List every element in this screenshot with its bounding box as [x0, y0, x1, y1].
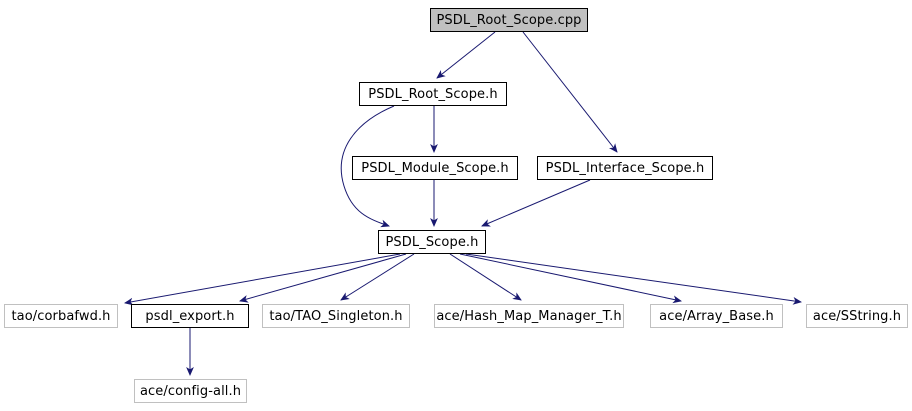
node-label: tao/TAO_Singleton.h	[269, 308, 403, 324]
node-ace_hash_map_manager_t_h[interactable]: ace/Hash_Map_Manager_T.h	[434, 304, 624, 328]
edge-psdl_scope_h-to-ace_array_base_h	[459, 253, 682, 304]
edge-psdl_scope_h-to-psdl_export_h	[239, 253, 407, 303]
node-label: ace/Hash_Map_Manager_T.h	[436, 308, 622, 324]
node-label: tao/corbafwd.h	[11, 308, 111, 324]
node-label: PSDL_Root_Scope.cpp	[436, 12, 582, 28]
node-label: psdl_export.h	[145, 308, 235, 324]
node-ace_config_all_h[interactable]: ace/config-all.h	[134, 379, 247, 403]
edge-psdl_root_scope_cpp-to-psdl_interface_scope_h	[522, 31, 618, 153]
node-psdl_root_scope_cpp[interactable]: PSDL_Root_Scope.cpp	[430, 8, 588, 32]
node-label: PSDL_Root_Scope.h	[368, 86, 498, 102]
edge-psdl_root_scope_cpp-to-psdl_root_scope_h	[436, 31, 496, 79]
node-psdl_root_scope_h[interactable]: PSDL_Root_Scope.h	[359, 82, 507, 106]
edge-psdl_scope_h-to-tao_corbafwd_h	[124, 253, 401, 306]
node-ace_sstring_h[interactable]: ace/SString.h	[806, 304, 908, 328]
edge-psdl_scope_h-to-ace_sstring_h	[465, 253, 802, 305]
node-ace_array_base_h[interactable]: ace/Array_Base.h	[650, 304, 783, 328]
edge-psdl_scope_h-to-tao_tao_singleton_h	[340, 253, 415, 301]
node-psdl_module_scope_h[interactable]: PSDL_Module_Scope.h	[352, 156, 518, 180]
edge-psdl_scope_h-to-ace_hash_map_manager_t_h	[449, 253, 522, 301]
node-label: PSDL_Interface_Scope.h	[545, 160, 705, 176]
node-psdl_export_h[interactable]: psdl_export.h	[131, 304, 249, 328]
node-label: ace/config-all.h	[139, 383, 242, 399]
node-tao_tao_singleton_h[interactable]: tao/TAO_Singleton.h	[262, 304, 410, 328]
edge-psdl_interface_scope_h-to-psdl_scope_h	[481, 179, 591, 227]
node-psdl_interface_scope_h[interactable]: PSDL_Interface_Scope.h	[537, 156, 713, 180]
node-label: PSDL_Scope.h	[385, 234, 479, 250]
node-label: PSDL_Module_Scope.h	[361, 160, 509, 176]
node-label: ace/SString.h	[812, 308, 902, 324]
node-psdl_scope_h[interactable]: PSDL_Scope.h	[378, 230, 486, 254]
node-tao_corbafwd_h[interactable]: tao/corbafwd.h	[4, 304, 118, 328]
node-label: ace/Array_Base.h	[659, 308, 774, 324]
